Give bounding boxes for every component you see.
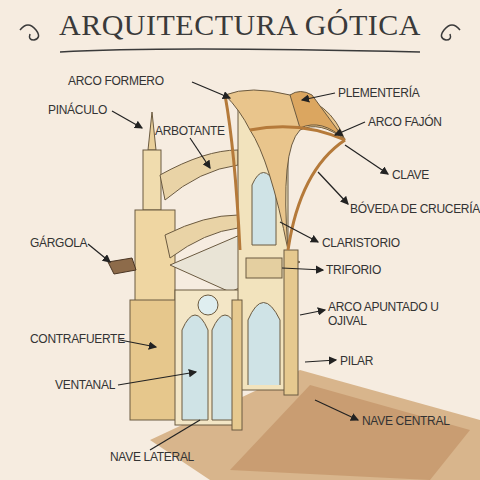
underline [60, 49, 420, 52]
leader-line [282, 268, 323, 270]
part-label: BÓVEDA DE CRUCERÍA [350, 202, 480, 216]
part-label: ARBOTANTE [155, 124, 245, 138]
part-label: ARCO APUNTADO U OJIVAL [328, 300, 443, 328]
part-label: PILAR [340, 354, 410, 368]
aisle-wall [175, 290, 240, 425]
part-label: CLARISTORIO [322, 236, 432, 250]
part-label: VENTANAL [55, 378, 135, 392]
part-label: CONTRAFUERTE [30, 332, 130, 346]
pointed-arch [248, 303, 280, 386]
leader-line [88, 244, 110, 262]
leader-line [300, 310, 325, 315]
vault-web [290, 92, 345, 141]
leader-line [150, 420, 200, 450]
vault [225, 90, 345, 250]
pillar [284, 250, 298, 395]
leader-line [280, 222, 318, 242]
rib [225, 95, 240, 250]
swirl [441, 25, 460, 40]
part-label: PLEMENTERÍA [338, 86, 448, 100]
part-label: GÁRGOLA [30, 236, 110, 250]
leader-line [190, 138, 210, 168]
pinnacle [148, 112, 156, 150]
leader-line [318, 172, 348, 204]
part-label: NAVE CENTRAL [362, 414, 472, 428]
rose-window [198, 295, 218, 315]
window [182, 315, 208, 420]
leader-line [305, 360, 336, 362]
part-label: CLAVE [392, 168, 462, 182]
leader-line [118, 372, 196, 385]
part-label: NAVE LATERAL [110, 450, 220, 464]
swirl [20, 25, 39, 40]
part-label: ARCO FORMERO [68, 74, 198, 88]
flying-buttress [160, 150, 238, 200]
leader-line [120, 340, 156, 347]
pillar [232, 300, 242, 430]
buttress-base [130, 300, 178, 420]
part-label: PINÁCULO [48, 103, 128, 117]
leader-line [345, 145, 388, 174]
triforium [246, 258, 282, 278]
part-label: TRIFORIO [326, 263, 416, 277]
leader-line [315, 400, 358, 420]
leader-line [302, 93, 335, 100]
gargoyle [108, 258, 136, 274]
title: ARQUITECTURA GÓTICA [0, 8, 480, 42]
leader-line [335, 122, 365, 135]
leader-line [192, 82, 230, 98]
rib [288, 140, 345, 250]
part-label: ARCO FAJÓN [368, 115, 468, 129]
rib [250, 127, 345, 140]
nave-floor [230, 385, 470, 480]
leader-line [112, 111, 142, 128]
pinnacle-base [143, 150, 161, 210]
